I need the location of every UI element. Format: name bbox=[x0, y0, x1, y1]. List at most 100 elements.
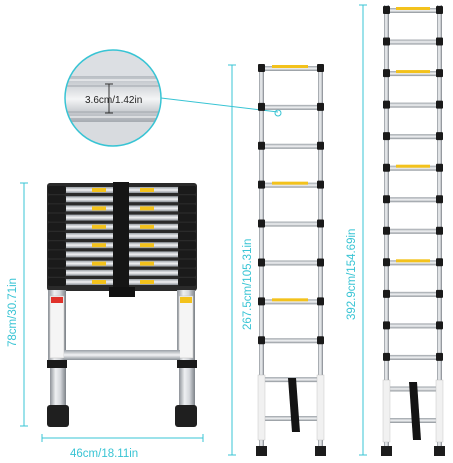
collapsed-ladder-sticker bbox=[140, 206, 154, 211]
collapsed-ladder-joint bbox=[48, 241, 66, 250]
collapsed-ladder-joint bbox=[48, 259, 66, 268]
full-ladder-joint bbox=[383, 132, 390, 141]
collapsed-ladder-joint bbox=[178, 278, 196, 286]
collapsed-ladder-sticker bbox=[92, 261, 106, 266]
full-ladder bbox=[381, 5, 445, 456]
mid-ladder-joint bbox=[258, 297, 265, 306]
full-ladder-joint bbox=[436, 226, 443, 235]
collapsed-ladder-joint bbox=[178, 204, 196, 213]
collapsed-ladder-joint bbox=[48, 232, 66, 240]
full-ladder-joint bbox=[383, 352, 390, 361]
mid-ladder-joint bbox=[317, 64, 324, 72]
full-ladder-joint bbox=[383, 321, 390, 330]
full-ladder-rung bbox=[387, 291, 439, 297]
collapsed-ladder-sticker bbox=[92, 188, 106, 192]
profile-width-label: 3.6cm/1.42in bbox=[85, 95, 142, 106]
collapsed-ladder-joint bbox=[48, 268, 66, 277]
mid-ladder-rung bbox=[262, 182, 320, 188]
mid-ladder-joint bbox=[258, 102, 265, 111]
collapsed-height-label: 78cm/30.71in bbox=[7, 278, 19, 347]
full-ladder-joint bbox=[383, 258, 390, 267]
collapsed-ladder-joint bbox=[178, 222, 196, 231]
profile-zoom-circle: 3.6cm/1.42in bbox=[64, 49, 162, 147]
full-ladder-tread-sticker bbox=[396, 164, 430, 168]
mid-ladder-joint bbox=[258, 258, 265, 267]
collapsed-ladder-joint bbox=[178, 259, 196, 268]
full-ladder-rung bbox=[387, 165, 439, 171]
mid-ladder-joint bbox=[258, 180, 265, 189]
mid-ladder bbox=[256, 64, 326, 456]
collapsed-ladder-sticker bbox=[140, 280, 154, 284]
full-ladder-joint bbox=[436, 321, 443, 330]
mid-ladder-joint bbox=[258, 64, 265, 72]
mid-height-dimension: 267.5cm/105.31in bbox=[228, 64, 254, 456]
collapsed-ladder-joint bbox=[48, 204, 66, 213]
full-ladder-joint bbox=[436, 132, 443, 141]
mid-ladder-rung bbox=[262, 299, 320, 305]
full-ladder-joint bbox=[436, 100, 443, 109]
full-ladder-joint bbox=[383, 100, 390, 109]
collapsed-ladder-joint bbox=[178, 213, 196, 222]
mid-ladder-rung bbox=[262, 143, 320, 149]
mid-ladder-joint bbox=[317, 336, 324, 345]
collapsed-ladder-joint bbox=[48, 195, 66, 204]
mid-ladder-tread-sticker bbox=[272, 65, 308, 68]
full-ladder-tread-sticker bbox=[396, 70, 430, 74]
collapsed-ladder-joint bbox=[48, 250, 66, 259]
full-ladder-rung bbox=[387, 260, 439, 266]
collapsed-ladder-sticker bbox=[92, 224, 106, 229]
collapsed-ladder-sticker bbox=[92, 243, 106, 248]
full-ladder-joint bbox=[383, 289, 390, 298]
mid-ladder-tread-sticker bbox=[272, 298, 308, 302]
base-width-dimension: 46cm/18.11in bbox=[41, 434, 204, 460]
collapsed-ladder-joint bbox=[48, 278, 66, 286]
collapsed-ladder-joint bbox=[48, 213, 66, 222]
zoom-target-dot bbox=[274, 109, 282, 117]
collapsed-ladder-joint bbox=[178, 232, 196, 240]
mid-ladder-rung bbox=[262, 260, 320, 266]
full-ladder-rung bbox=[387, 134, 439, 140]
mid-ladder-rung bbox=[262, 338, 320, 344]
collapsed-ladder-sticker bbox=[92, 280, 106, 284]
mid-ladder-rung bbox=[262, 221, 320, 227]
full-ladder-tread-sticker bbox=[396, 7, 430, 10]
collapsed-ladder-sticker bbox=[140, 243, 154, 248]
collapsed-ladder-sticker bbox=[140, 188, 154, 192]
collapsed-ladder-joint bbox=[48, 222, 66, 231]
full-ladder-joint bbox=[436, 258, 443, 267]
full-ladder-rung bbox=[387, 197, 439, 203]
full-ladder-rung bbox=[387, 228, 439, 234]
full-ladder-joint bbox=[383, 226, 390, 235]
collapsed-ladder-sticker bbox=[140, 224, 154, 229]
full-height-dimension: 392.9cm/154.69in bbox=[346, 4, 367, 456]
full-ladder-rung bbox=[387, 39, 439, 45]
collapsed-ladder-joint bbox=[178, 195, 196, 204]
mid-height-label: 267.5cm/105.31in bbox=[242, 239, 254, 330]
mid-ladder-rung bbox=[262, 66, 320, 71]
full-ladder-joint bbox=[436, 289, 443, 298]
collapsed-ladder-joint bbox=[178, 250, 196, 259]
collapsed-ladder bbox=[47, 182, 197, 427]
full-ladder-rung bbox=[387, 102, 439, 108]
mid-ladder-joint bbox=[258, 141, 265, 150]
collapsed-ladder-joint bbox=[178, 268, 196, 277]
full-ladder-joint bbox=[383, 163, 390, 172]
full-ladder-joint bbox=[383, 37, 390, 46]
full-ladder-joint bbox=[436, 6, 443, 14]
full-height-label: 392.9cm/154.69in bbox=[346, 229, 358, 320]
full-ladder-rung bbox=[387, 323, 439, 329]
full-ladder-joint bbox=[383, 195, 390, 204]
mid-ladder-joint bbox=[317, 258, 324, 267]
full-ladder-rung bbox=[387, 71, 439, 77]
full-ladder-tread-sticker bbox=[396, 259, 430, 263]
mid-ladder-joint bbox=[258, 336, 265, 345]
full-ladder-rung bbox=[387, 8, 439, 13]
base-width-label: 46cm/18.11in bbox=[70, 448, 138, 460]
mid-ladder-joint bbox=[258, 219, 265, 228]
collapsed-ladder-joint bbox=[178, 186, 196, 194]
full-ladder-joint bbox=[436, 195, 443, 204]
full-ladder-joint bbox=[383, 69, 390, 78]
mid-ladder-joint bbox=[317, 102, 324, 111]
